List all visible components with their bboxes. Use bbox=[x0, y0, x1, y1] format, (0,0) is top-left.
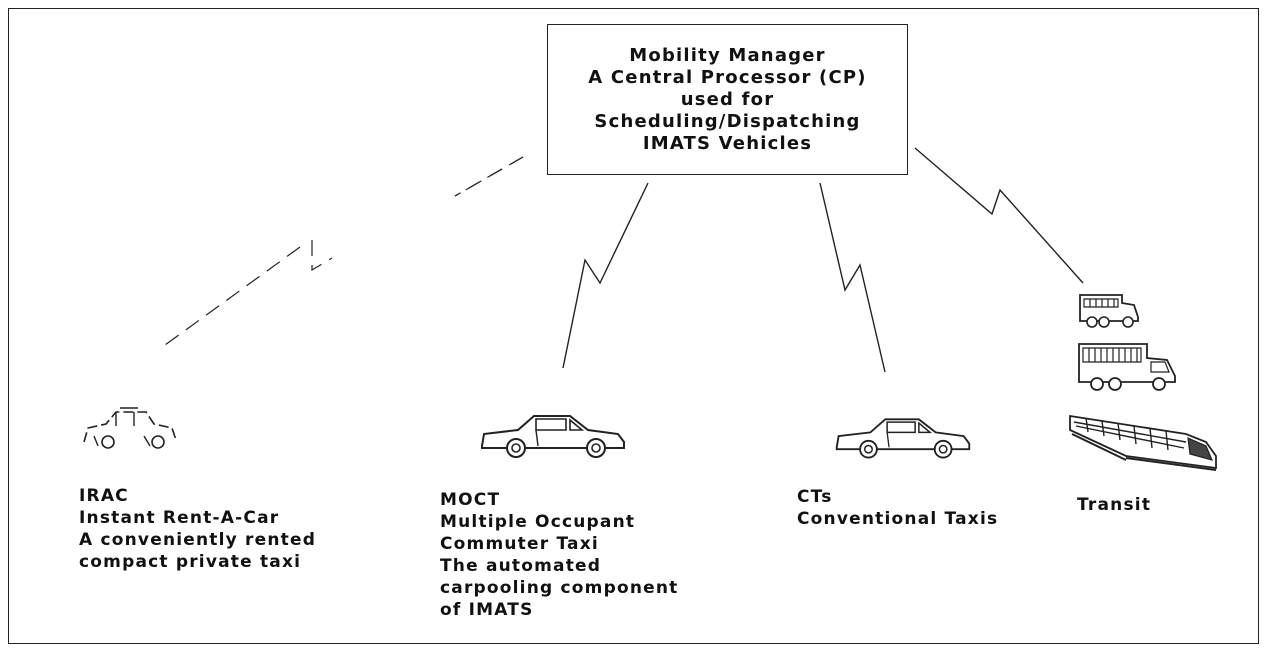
moct-line: The automated bbox=[440, 555, 678, 577]
irac-line: IRAC bbox=[79, 485, 316, 507]
moct-label: MOCT Multiple Occupant Commuter Taxi The… bbox=[440, 489, 678, 621]
link-irac bbox=[165, 157, 523, 345]
manager-line: Mobility Manager bbox=[629, 45, 825, 67]
irac-line: Instant Rent-A-Car bbox=[79, 507, 316, 529]
bus-icon bbox=[1077, 340, 1179, 394]
link-cts bbox=[820, 183, 885, 372]
link-transit bbox=[915, 148, 1083, 283]
manager-line: used for bbox=[681, 89, 775, 111]
manager-line: IMATS Vehicles bbox=[643, 133, 812, 155]
irac-line: A conveniently rented bbox=[79, 529, 316, 551]
moct-line: of IMATS bbox=[440, 599, 678, 621]
moct-line: Multiple Occupant bbox=[440, 511, 678, 533]
irac-label: IRAC Instant Rent-A-Car A conveniently r… bbox=[79, 485, 316, 573]
mobility-manager-box: Mobility Manager A Central Processor (CP… bbox=[547, 24, 908, 175]
manager-line: Scheduling/Dispatching bbox=[594, 111, 860, 133]
link-moct bbox=[563, 183, 648, 368]
moct-line: carpooling component bbox=[440, 577, 678, 599]
cts-line: Conventional Taxis bbox=[797, 508, 998, 530]
cts-line: CTs bbox=[797, 486, 998, 508]
moct-line: MOCT bbox=[440, 489, 678, 511]
moct-line: Commuter Taxi bbox=[440, 533, 678, 555]
transit-label: Transit bbox=[1077, 494, 1151, 516]
sedan-icon bbox=[478, 412, 628, 460]
cts-label: CTs Conventional Taxis bbox=[797, 486, 998, 530]
manager-line: A Central Processor (CP) bbox=[588, 67, 866, 89]
sedan-icon bbox=[833, 415, 973, 461]
irac-line: compact private taxi bbox=[79, 551, 316, 573]
car-outline-icon bbox=[80, 402, 180, 452]
train-icon bbox=[1066, 412, 1226, 474]
bus-icon bbox=[1078, 291, 1140, 329]
transit-line: Transit bbox=[1077, 494, 1151, 516]
